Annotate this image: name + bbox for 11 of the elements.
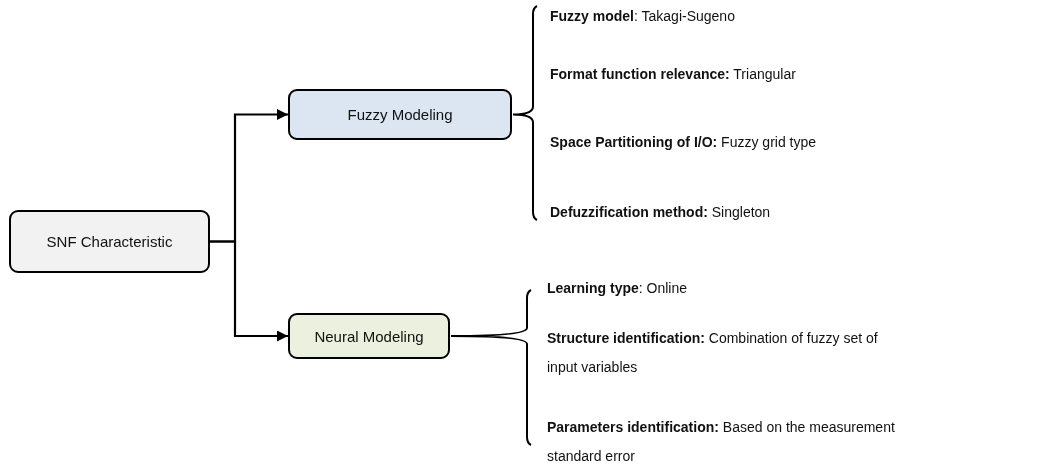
property-text: Space Partitioning of I/O: Fuzzy grid type <box>550 133 818 152</box>
connector-arrow <box>210 240 288 342</box>
rounded-box: Neural Modeling <box>288 313 450 359</box>
property-text: Defuzzification method: Singleton <box>550 203 772 222</box>
property-text: Format function relevance: Triangular <box>550 65 797 84</box>
property-text: Fuzzy model: Takagi-Sugeno <box>550 7 736 26</box>
property-text: Learning type: Online <box>547 279 689 298</box>
property-text: Structure identification: Combination of fuzzy set of input variables <box>547 329 879 378</box>
rounded-box: SNF Characteristic <box>9 210 210 273</box>
rounded-box: Fuzzy Modeling <box>288 89 512 140</box>
property-text: Parameters identification: Based on the measurement standard error <box>547 418 896 467</box>
